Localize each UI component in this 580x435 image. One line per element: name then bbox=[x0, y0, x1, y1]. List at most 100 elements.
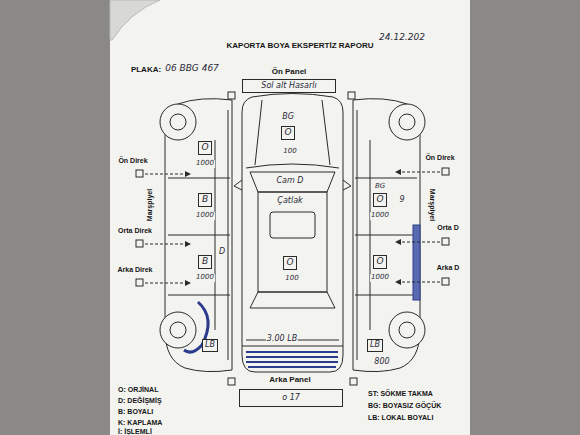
wheel-hub bbox=[170, 322, 186, 338]
check-box bbox=[348, 92, 355, 99]
part-label: PLAKA: bbox=[130, 66, 162, 75]
paper-sheet bbox=[110, 0, 470, 435]
handwritten-note: D bbox=[218, 248, 226, 257]
handwritten-note: 1000 bbox=[195, 212, 215, 220]
door-line bbox=[168, 178, 230, 295]
legend-entry: D: DEĞİŞMİŞ bbox=[118, 397, 162, 405]
condition-box: LB bbox=[367, 339, 383, 352]
pillar-arrow bbox=[145, 174, 190, 175]
paper-fold bbox=[110, 0, 160, 40]
part-label: Ön Panel bbox=[271, 68, 308, 77]
condition-code: LB bbox=[205, 341, 215, 350]
blue-ink-mark bbox=[246, 352, 338, 367]
legend-entry: İ: İŞLEMLİ bbox=[118, 428, 152, 435]
handwritten-note: 800 bbox=[373, 358, 390, 367]
pillar-arrow bbox=[396, 242, 440, 243]
pillar-arrow bbox=[145, 172, 440, 283]
wheel-hub bbox=[399, 114, 415, 130]
handwritten-note: 1000 bbox=[195, 160, 215, 168]
condition-code: LB bbox=[370, 341, 380, 350]
panel-note-box: o 17 bbox=[239, 389, 343, 407]
handwritten-note: BG bbox=[374, 183, 386, 191]
car-top-view bbox=[234, 94, 351, 373]
check-box bbox=[228, 378, 235, 385]
part-label: Orta D bbox=[436, 224, 459, 232]
wheel-hub bbox=[170, 114, 186, 130]
check-box bbox=[442, 278, 449, 285]
condition-code: O bbox=[376, 195, 383, 205]
handwritten-note: 24.12.202 bbox=[378, 33, 426, 43]
part-label: Marşpiyel bbox=[146, 188, 154, 222]
legend-entry: BG: BOYASIZ GÖÇÜK bbox=[368, 402, 441, 410]
condition-box: LB bbox=[202, 339, 218, 352]
wheel bbox=[160, 104, 196, 140]
roof bbox=[258, 192, 327, 292]
legend-entry: K: KAPLAMA bbox=[118, 419, 162, 427]
part-label: Ön Direk bbox=[117, 157, 148, 165]
check-box bbox=[350, 378, 357, 385]
condition-box: O bbox=[198, 141, 212, 155]
part-label: Arka D bbox=[436, 264, 461, 272]
wheel-hub bbox=[399, 322, 415, 338]
condition-box: O bbox=[281, 126, 295, 140]
pillar-arrow bbox=[145, 244, 190, 245]
part-label: Marşpiyel bbox=[428, 188, 436, 222]
car-left-view bbox=[160, 99, 232, 372]
condition-code: O bbox=[284, 128, 291, 138]
condition-code: O bbox=[286, 258, 293, 268]
condition-code: B bbox=[202, 195, 208, 205]
part-label: Arka Direk bbox=[116, 266, 153, 274]
check-box bbox=[442, 238, 449, 245]
handwritten-note: 100 bbox=[284, 275, 299, 283]
pillar-arrow bbox=[396, 282, 440, 283]
wheel bbox=[160, 312, 196, 348]
legend-entry: LB: LOKAL BOYALI bbox=[368, 414, 433, 422]
hood-edge bbox=[246, 164, 339, 168]
panel-note-box: Sol alt Hasarlı bbox=[242, 79, 336, 93]
rear-window bbox=[250, 292, 335, 308]
windshield bbox=[250, 172, 335, 192]
car-right-view bbox=[353, 99, 425, 372]
part-label: Arka Panel bbox=[268, 376, 311, 385]
condition-code: o 17 bbox=[282, 394, 300, 403]
condition-box: O bbox=[373, 255, 387, 269]
wheel bbox=[389, 104, 425, 140]
handwritten-note: 100 bbox=[282, 148, 297, 156]
blue-ink-mark bbox=[413, 225, 420, 300]
handwritten-note: BG bbox=[281, 113, 295, 122]
condition-box: O bbox=[283, 256, 297, 270]
handwritten-note: Çatlak bbox=[276, 197, 303, 206]
part-label: Orta Direk bbox=[117, 227, 153, 235]
condition-box: B bbox=[198, 193, 212, 207]
condition-code: O bbox=[201, 143, 208, 153]
report-title: KAPORTA BOYA EKSPERTİZ RAPORU bbox=[227, 41, 374, 50]
handwritten-note: 9 bbox=[398, 196, 405, 205]
check-box bbox=[136, 240, 143, 247]
handwritten-note: 1000 bbox=[195, 274, 215, 282]
handwritten-note: 1000 bbox=[370, 212, 390, 220]
condition-code: B bbox=[202, 257, 208, 267]
handwritten-note: 3.00 LB bbox=[266, 335, 298, 344]
condition-box: O bbox=[373, 193, 387, 207]
check-box bbox=[442, 168, 449, 175]
hood-crease bbox=[255, 100, 330, 165]
pillar-arrow bbox=[145, 283, 190, 284]
part-label: Ön Direk bbox=[424, 154, 455, 162]
legend-entry: ST: SÖKME TAKMA bbox=[368, 390, 433, 398]
car-body-outline bbox=[242, 94, 343, 373]
check-box bbox=[136, 279, 143, 286]
condition-code: Sol alt Hasarlı bbox=[261, 82, 316, 91]
handwritten-note: Cam D bbox=[276, 177, 305, 186]
legend-entry: B: BOYALI bbox=[118, 408, 153, 416]
pillar-arrow bbox=[396, 172, 440, 173]
wheel bbox=[389, 312, 425, 348]
handwritten-note: 06 BBG 467 bbox=[164, 64, 220, 74]
handwritten-note: 1000 bbox=[370, 274, 390, 282]
door-line bbox=[355, 178, 417, 295]
condition-box: B bbox=[198, 255, 212, 269]
check-box bbox=[136, 92, 449, 385]
sunroof bbox=[270, 212, 315, 238]
